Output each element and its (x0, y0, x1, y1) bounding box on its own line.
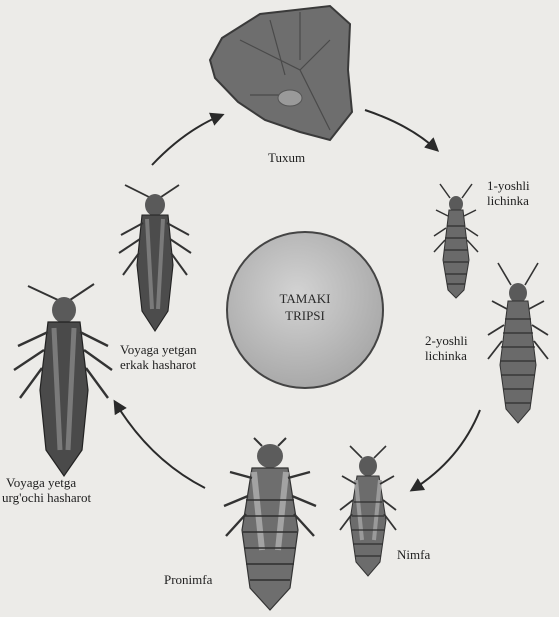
egg-leaf-illustration (210, 6, 352, 140)
nymph-label: Nimfa (397, 547, 430, 562)
larva1-label-line2: lichinka (487, 193, 530, 208)
larva1-label-line1: 1-yoshli (487, 178, 530, 193)
arrow-larva2-to-nymph (412, 410, 480, 490)
egg-label: Tuxum (268, 150, 305, 165)
center-title-line1: TAMAKI (265, 290, 345, 307)
adult-male-insect (119, 185, 191, 331)
female-label-line2: urg'ochi hasharot (2, 490, 91, 505)
male-label-line1: Voyaga yetgan (120, 342, 197, 357)
pronymph-insect (224, 438, 316, 610)
larva2-label-line2: lichinka (425, 348, 468, 363)
nymph-insect (340, 446, 396, 576)
larva-1-insect (434, 184, 478, 298)
male-label-line2: erkak hasharot (120, 357, 197, 372)
female-label-line1: Voyaga yetga (2, 475, 91, 490)
adult-female-insect (14, 284, 112, 476)
larva2-label-line1: 2-yoshli (425, 333, 468, 348)
center-title: TAMAKI TRIPSI (265, 290, 345, 324)
larva1-label: 1-yoshli lichinka (487, 178, 530, 208)
pronymph-label: Pronimfa (164, 572, 212, 587)
larva-2-insect (488, 263, 548, 423)
arrow-male-to-egg (152, 115, 222, 165)
arrow-pronymph-to-female (115, 402, 205, 488)
female-label: Voyaga yetga urg'ochi hasharot (2, 475, 91, 505)
center-title-line2: TRIPSI (265, 307, 345, 324)
arrow-egg-to-larva1 (365, 110, 437, 150)
male-label: Voyaga yetgan erkak hasharot (120, 342, 197, 372)
larva2-label: 2-yoshli lichinka (425, 333, 468, 363)
